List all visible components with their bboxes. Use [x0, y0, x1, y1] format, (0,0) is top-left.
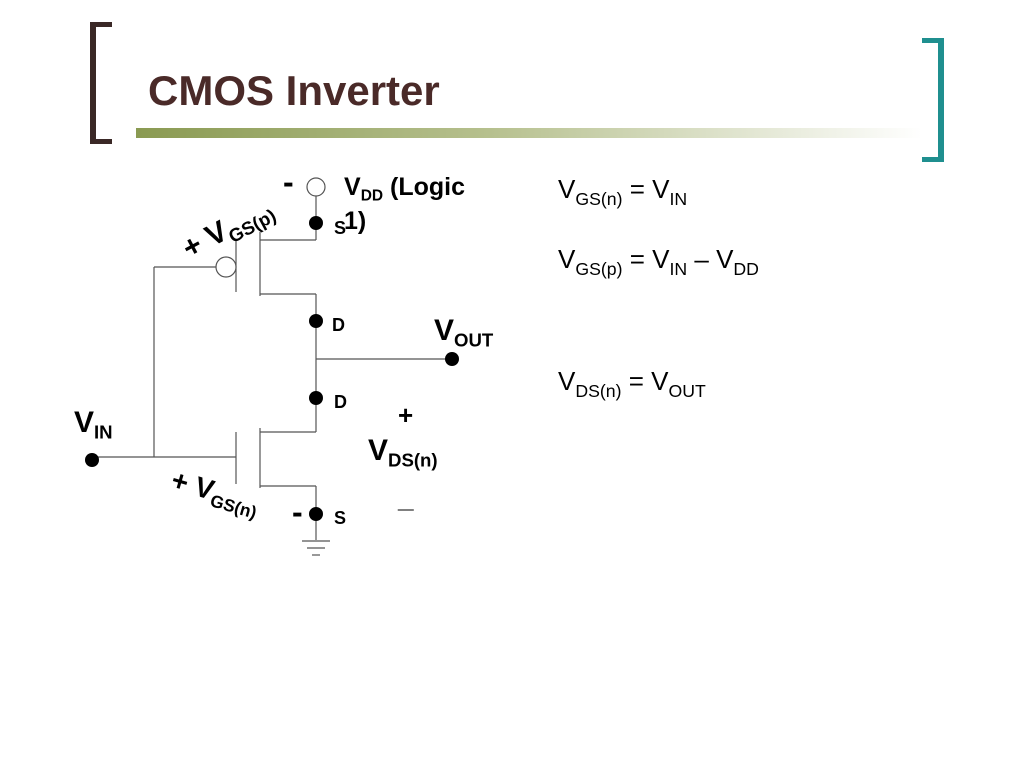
vgs-p-minus: -	[283, 164, 294, 200]
vin-label: VIN	[74, 406, 113, 443]
node-drain-p	[309, 314, 323, 328]
node-source-p	[309, 216, 323, 230]
terminal-d-bottom: D	[334, 392, 347, 412]
node-drain-n	[309, 391, 323, 405]
terminal-s-bottom: S	[334, 508, 347, 528]
vgs-n-minus: -	[292, 494, 303, 530]
vdd-label: VDD (Logic	[344, 173, 466, 205]
right-bracket-decoration	[922, 38, 944, 162]
vdd-label-cont: 1)	[344, 207, 367, 235]
pmos-gate-bubble	[215, 256, 237, 278]
title-underline	[136, 128, 922, 138]
equation-vgs-n: VGS(n) = VIN	[558, 174, 688, 210]
equation-vgs-p: VGS(p) = VIN – VDD	[558, 244, 759, 280]
terminal-d-top: D	[332, 315, 345, 335]
left-bracket-decoration	[90, 22, 112, 144]
slide-title: CMOS Inverter	[148, 67, 440, 114]
terminal-s-top: S	[334, 218, 347, 238]
vds-n-plus: +	[398, 400, 414, 430]
vdd-node	[306, 177, 326, 197]
node-vin	[85, 453, 99, 467]
vds-n-label: VDS(n)	[368, 434, 438, 471]
vout-label: VOUT	[434, 314, 494, 351]
vds-n-minus: _	[398, 482, 414, 513]
node-source-n	[309, 507, 323, 521]
node-vout	[445, 352, 459, 366]
equation-vds-n: VDS(n) = VOUT	[558, 366, 706, 402]
